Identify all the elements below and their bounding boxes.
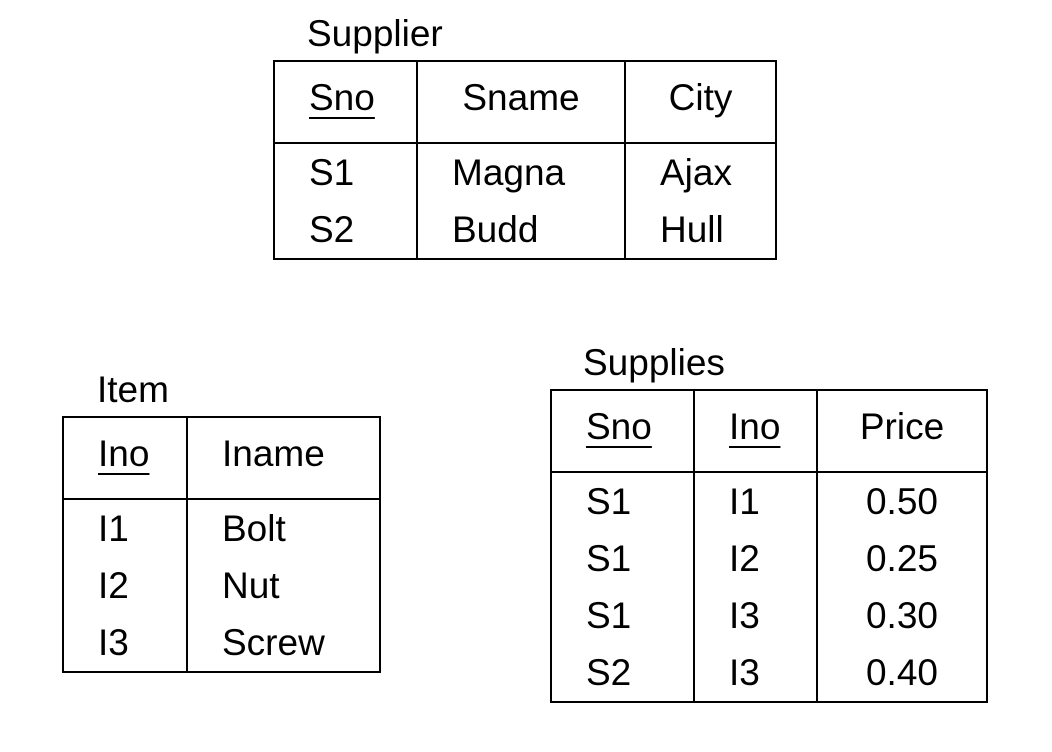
supplies-table: Sno Ino Price S1 S1 S1 S2 I1 I2 [550,389,988,703]
supplies-data-cell-sno: S1 S1 S1 S2 [550,471,695,703]
table-header-row: Sno Sname City [273,60,777,144]
supplies-table-block: Supplies Sno Ino Price S1 S1 S1 S [550,341,988,703]
supplier-table: Sno Sname City S1 S2 Magna Budd [273,60,777,260]
cell-value: 0.30 [865,595,938,636]
supplier-header-cell-city: City [624,60,777,144]
column-header-sno: Sno [309,77,375,118]
cell-value: Ajax [660,152,732,193]
cell-value: I2 [98,565,129,606]
cell-value: Screw [222,622,325,663]
item-table-title: Item [97,369,169,410]
column-header-sname: Sname [462,77,580,118]
supplies-header-cell-ino: Ino [693,389,818,473]
cell-value: I1 [98,508,129,549]
supplier-data-cell-sname: Magna Budd [416,142,626,260]
table-header-row: Sno Ino Price [550,389,988,473]
item-header-cell-iname: Iname [186,416,381,500]
item-data-cell-ino: I1 I2 I3 [62,498,188,673]
cell-value: Hull [660,209,724,250]
table-data-row: S1 S2 Magna Budd Ajax Hull [273,142,777,260]
cell-value: 0.40 [865,652,938,693]
cell-value: S2 [309,209,355,250]
cell-value: Bolt [222,508,286,549]
cell-value: I3 [729,595,760,636]
column-header-ino: Ino [98,433,150,474]
cell-value: S1 [586,595,632,636]
cell-value: I3 [98,622,129,663]
column-header-sno: Sno [586,406,652,447]
supplier-data-cell-sno: S1 S2 [273,142,418,260]
cell-value: Magna [452,152,566,193]
column-header-iname: Iname [222,433,325,474]
table-header-row: Ino Iname [62,416,381,500]
cell-value: I2 [729,538,760,579]
table-data-row: S1 S1 S1 S2 I1 I2 I3 I3 0.50 0.25 0.30 0… [550,471,988,703]
cell-value: S1 [586,538,632,579]
supplies-header-cell-sno: Sno [550,389,695,473]
supplier-header-cell-sno: Sno [273,60,418,144]
item-table: Ino Iname I1 I2 I3 Bolt Nut Screw [62,416,381,673]
cell-value: Nut [222,565,280,606]
item-header-cell-ino: Ino [62,416,188,500]
cell-value: S1 [586,481,632,522]
supplier-table-block: Supplier Sno Sname City S1 S2 [273,12,777,260]
cell-value: I1 [729,481,760,522]
column-header-price: Price [859,406,945,447]
supplies-table-title: Supplies [583,342,725,383]
cell-value: 0.50 [865,481,938,522]
cell-value: 0.25 [865,538,938,579]
cell-value: Budd [452,209,539,250]
cell-value: S2 [586,652,632,693]
item-table-block: Item Ino Iname I1 I2 I3 Bolt Nut [62,368,381,673]
supplies-data-cell-ino: I1 I2 I3 I3 [693,471,818,703]
column-header-ino: Ino [729,406,781,447]
cell-value: I3 [729,652,760,693]
supplies-data-cell-price: 0.50 0.25 0.30 0.40 [816,471,988,703]
cell-value: S1 [309,152,355,193]
column-header-city: City [668,77,733,118]
supplies-header-cell-price: Price [816,389,988,473]
table-data-row: I1 I2 I3 Bolt Nut Screw [62,498,381,673]
supplier-table-title: Supplier [307,13,443,54]
item-data-cell-iname: Bolt Nut Screw [186,498,381,673]
supplier-data-cell-city: Ajax Hull [624,142,777,260]
supplier-header-cell-sname: Sname [416,60,626,144]
